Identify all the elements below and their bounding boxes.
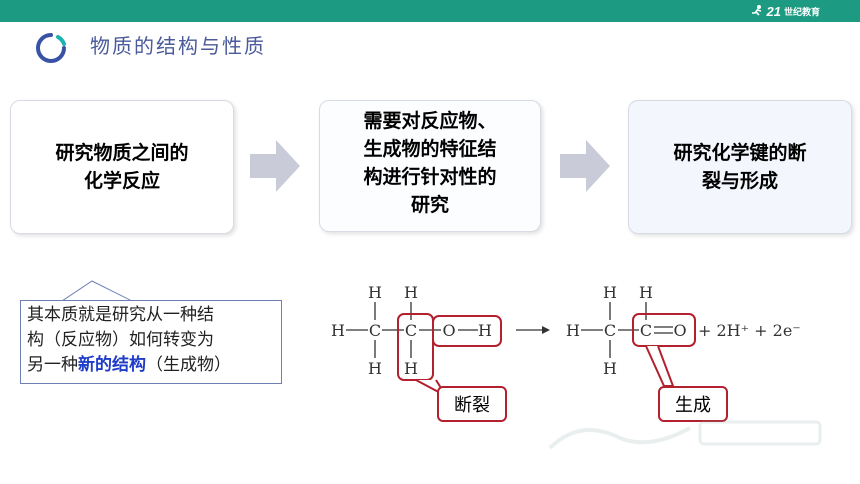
product-bonds <box>581 302 673 358</box>
chevron-right-icon <box>250 140 300 192</box>
step2-line1: 需要对反应物、 <box>363 110 497 132</box>
atom-o: O <box>673 321 686 340</box>
products-extra: + 2H⁺ + 2e⁻ <box>698 321 801 340</box>
logo-text: 世纪教育 <box>783 6 820 17</box>
form-tag-pointer <box>645 345 675 387</box>
atom-h: H <box>331 321 345 340</box>
atom-h: H <box>603 359 617 378</box>
atom-h: H <box>404 283 418 302</box>
step3-line1: 研究化学键的断 <box>673 142 807 164</box>
top-bar: 21 世纪教育 <box>0 0 860 22</box>
step-box-3: 研究化学键的断 裂与形成 <box>628 100 852 234</box>
atom-c: C <box>604 321 616 340</box>
step2-line3: 构进行针对性的 <box>363 166 497 188</box>
bond-break-box-ch <box>397 313 434 381</box>
callout-line1: 其本质就是研究从一种结 <box>27 305 214 325</box>
step1-line1: 研究物质之间的 <box>55 142 189 164</box>
atom-h: H <box>404 359 418 378</box>
step1-line2: 化学反应 <box>83 170 160 192</box>
atom-h: H <box>368 359 382 378</box>
atom-h: H <box>478 321 492 340</box>
callout-line3-post: （生成物） <box>146 355 231 375</box>
atom-o: O <box>442 321 455 340</box>
callout-pointer <box>62 280 132 302</box>
bond-break-box-oh <box>432 315 502 347</box>
atom-h: H <box>603 283 617 302</box>
step2-line4: 研究 <box>410 194 449 216</box>
step-box-1: 研究物质之间的 化学反应 <box>10 100 234 234</box>
brand-logo: 21 世纪教育 <box>750 2 820 20</box>
runner-icon <box>751 5 761 16</box>
callout-line3: 另一种新的结构（生成物） <box>27 353 275 378</box>
step-box-2: 需要对反应物、 生成物的特征结 构进行针对性的 研究 <box>319 100 541 232</box>
page-title: 物质的结构与性质 <box>90 34 266 58</box>
title-ring-icon <box>36 33 66 63</box>
callout-line3-pre: 另一种 <box>27 355 78 375</box>
reactant-bonds <box>346 302 478 358</box>
bond-form-box <box>632 313 696 347</box>
explanation-callout: 其本质就是研究从一种结 构（反应物）如何转变为 另一种新的结构（生成物） <box>20 300 282 384</box>
reaction-arrow <box>516 326 550 334</box>
callout-line2: 构（反应物）如何转变为 <box>27 330 214 350</box>
atom-h: H <box>368 283 382 302</box>
step2-line2: 生成物的特征结 <box>363 138 497 160</box>
watermark-logo <box>548 420 822 450</box>
atom-c: C <box>640 321 652 340</box>
reaction-equation: H H H C C O H H H H H H C C O H + 2H⁺ + … <box>331 283 801 399</box>
atom-c: C <box>369 321 381 340</box>
highlight-new-structure: 新的结构 <box>78 355 146 375</box>
atom-c: C <box>405 321 417 340</box>
step3-line2: 裂与形成 <box>701 170 778 192</box>
atom-h: H <box>566 321 580 340</box>
atom-h: H <box>639 283 653 302</box>
bond-break-label: 断裂 <box>437 386 507 422</box>
chevron-right-icon <box>560 140 610 192</box>
bond-form-label: 生成 <box>658 386 728 422</box>
logo-number: 21 <box>766 3 781 19</box>
